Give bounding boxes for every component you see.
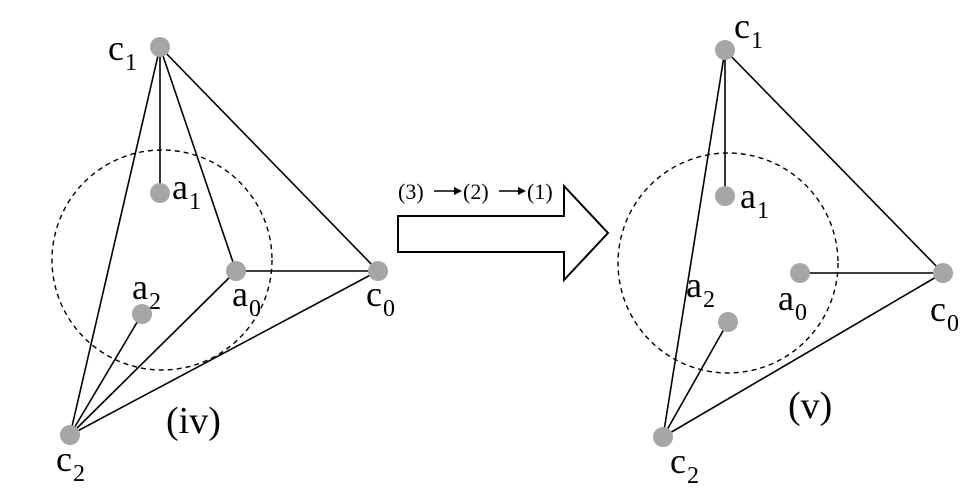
left-node-a1 [150, 183, 170, 203]
right-edge-c1-c0 [724, 49, 944, 274]
left-edge-c1-c0 [159, 46, 379, 272]
left-edge-c2-c0 [69, 270, 379, 436]
right-node-a0 [790, 263, 810, 283]
transition-arrow: (3) (2) (1) [397, 179, 610, 283]
right-label-c2: c2 [670, 441, 699, 489]
right-label-a0: a0 [778, 278, 807, 326]
left-caption: (iv) [166, 400, 221, 442]
left-label-a2: a2 [132, 267, 161, 315]
right-node-a2 [718, 312, 738, 332]
left-node-c1 [150, 37, 170, 57]
left-label-a0: a0 [232, 274, 261, 322]
left-node-c0 [368, 261, 388, 281]
right-label-a1: a1 [740, 176, 769, 224]
left-label-c0: c0 [366, 274, 395, 322]
step-3-label: (3) [398, 179, 424, 204]
left-edge-c1-c2 [69, 46, 161, 436]
left-label-a1: a1 [172, 167, 201, 215]
left-edge-c2-a0 [69, 270, 237, 436]
left-label-c2: c2 [56, 439, 85, 487]
left-edge-c1-a0 [159, 46, 237, 272]
right-edge-c2-a2 [662, 321, 729, 438]
right-dashed-circle [617, 152, 839, 374]
step-arrow-3-2-head [454, 187, 462, 195]
left-node-a0 [226, 261, 246, 281]
left-node-c2 [60, 425, 80, 445]
right-node-c2 [653, 427, 673, 447]
right-node-c1 [715, 40, 735, 60]
left-label-c1: c1 [108, 28, 137, 76]
right-label-a2: a2 [686, 265, 715, 313]
step-1-label: (1) [527, 179, 553, 204]
left-dashed-circle [51, 149, 273, 371]
right-node-a1 [715, 186, 735, 206]
right-edge-c1-c2 [662, 49, 726, 438]
step-arrow-2-1-head [518, 187, 526, 195]
right-diagram: c1 a1 a2 a0 c0 c2 (v) [617, 6, 959, 489]
right-label-c1: c1 [734, 6, 763, 54]
step-2-label: (2) [463, 179, 489, 204]
big-arrow-shape [397, 183, 610, 283]
left-diagram: c1 a1 a2 a0 c0 c2 (iv) [51, 28, 395, 487]
right-edge-c2-c0 [662, 272, 944, 438]
left-edge-c2-a2 [69, 313, 143, 436]
right-label-c0: c0 [930, 289, 959, 337]
right-caption: (v) [788, 385, 832, 427]
left-node-a2 [132, 304, 152, 324]
right-node-c0 [933, 263, 953, 283]
